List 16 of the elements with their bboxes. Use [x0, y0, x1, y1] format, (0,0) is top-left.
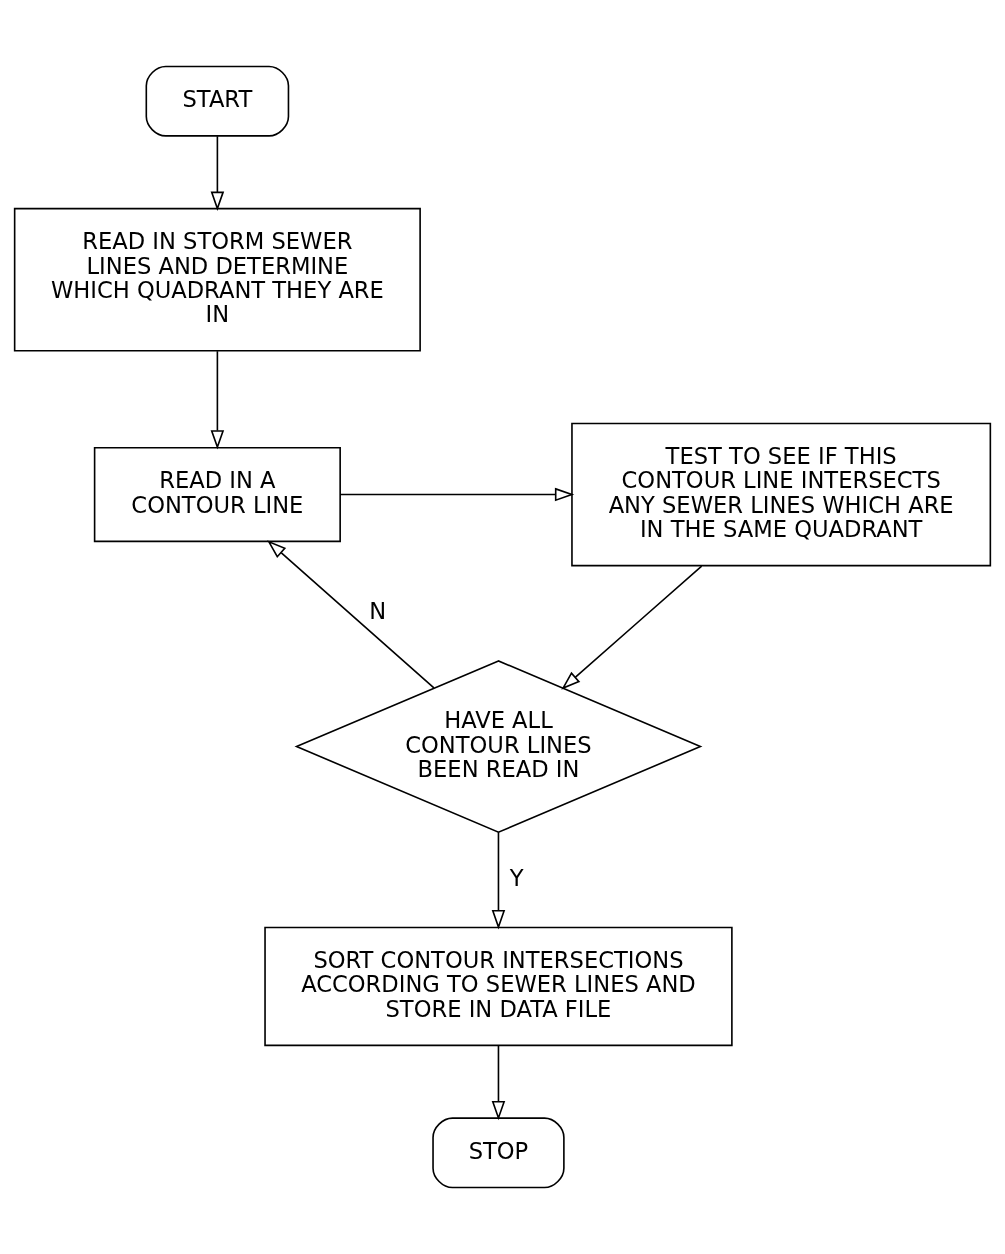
arrow	[210, 135, 225, 211]
edge-label: Y	[509, 864, 524, 891]
node-box: READ IN A CONTOUR LINE	[93, 446, 341, 543]
arrow	[491, 831, 506, 930]
arrow	[267, 540, 435, 689]
node-box: READ IN STORM SEWER LINES AND DETERMINE WHICH QUADRANT THEY ARE IN	[13, 207, 421, 352]
node-box: STOP	[432, 1117, 565, 1189]
edge-label: N	[369, 598, 387, 625]
node-diamond: HAVE ALL CONTOUR LINES BEEN READ IN	[294, 660, 703, 834]
arrow	[491, 1044, 506, 1121]
node-box: START	[145, 65, 290, 137]
arrow	[339, 487, 575, 502]
node-box: TEST TO SEE IF THIS CONTOUR LINE INTERSECTS ANY SEWER LINES WHICH ARE IN THE SAME QUADRANT	[571, 422, 992, 567]
node-box: SORT CONTOUR INTERSECTIONS ACCORDING TO SEWER LINES AND STORE IN DATA FILE	[264, 926, 733, 1047]
arrow	[210, 350, 225, 450]
arrow	[561, 565, 703, 690]
